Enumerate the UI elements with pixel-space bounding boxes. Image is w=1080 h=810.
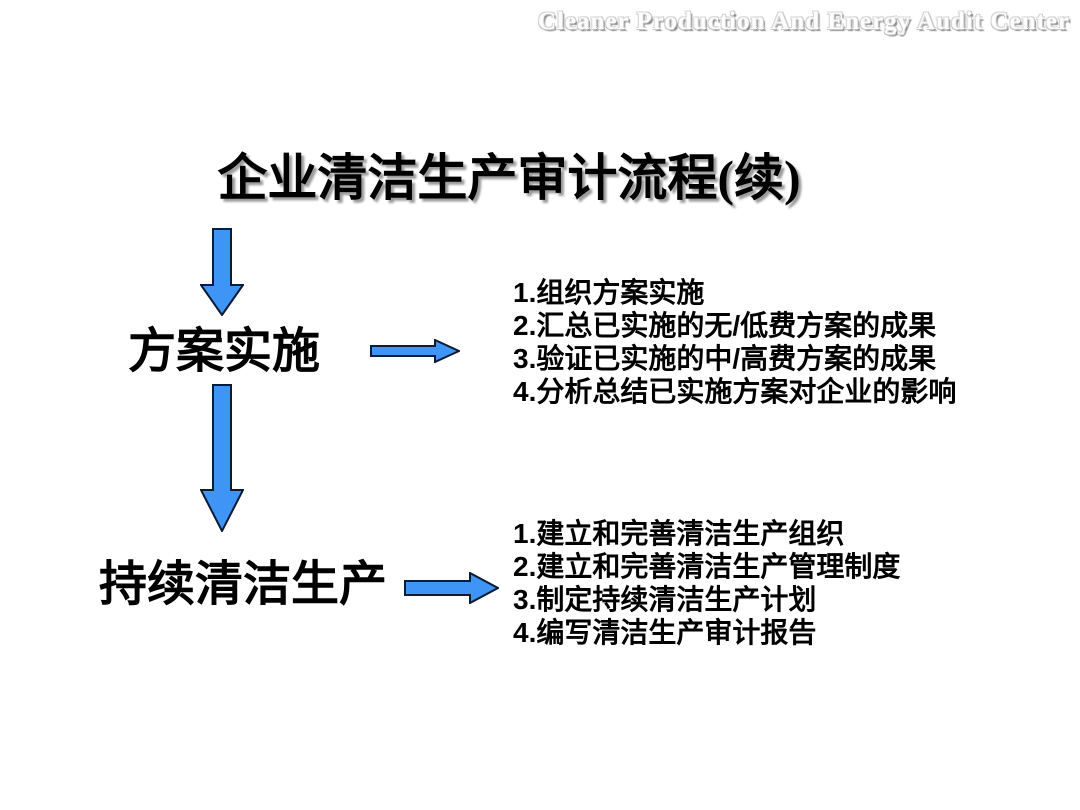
item-number: 1. <box>513 277 537 308</box>
list-item: 2.建立和完善清洁生产管理制度 <box>513 550 900 583</box>
right-arrow-icon <box>404 572 499 604</box>
item-text: 汇总已实施的无/低费方案的成果 <box>536 310 937 341</box>
item-text: 建立和完善清洁生产管理制度 <box>536 551 901 582</box>
page-title: 企业清洁生产审计流程(续) <box>217 150 801 206</box>
down-arrow-icon <box>200 228 244 316</box>
item-number: 1. <box>513 518 537 549</box>
item-number: 2. <box>513 310 537 341</box>
plan-implementation-item-list: 1.组织方案实施 2.汇总已实施的无/低费方案的成果 3.验证已实施的中/高费方… <box>513 276 956 408</box>
list-item: 2.汇总已实施的无/低费方案的成果 <box>513 309 956 342</box>
stage-label-plan-implementation: 方案实施 <box>128 325 321 378</box>
item-number: 3. <box>513 584 537 615</box>
watermark-text: Cleaner Production And Energy Audit Cent… <box>537 8 1070 35</box>
item-number: 4. <box>513 617 537 648</box>
item-text: 建立和完善清洁生产组织 <box>536 518 845 549</box>
item-text: 验证已实施的中/高费方案的成果 <box>536 343 937 374</box>
item-text: 组织方案实施 <box>536 277 705 308</box>
item-text: 分析总结已实施方案对企业的影响 <box>536 376 957 407</box>
item-text: 编写清洁生产审计报告 <box>536 617 817 648</box>
item-number: 3. <box>513 343 537 374</box>
list-item: 4.编写清洁生产审计报告 <box>513 616 900 649</box>
item-number: 2. <box>513 551 537 582</box>
right-arrow-icon <box>370 339 460 363</box>
down-arrow-icon <box>200 384 244 532</box>
list-item: 4.分析总结已实施方案对企业的影响 <box>513 375 956 408</box>
list-item: 3.验证已实施的中/高费方案的成果 <box>513 342 956 375</box>
list-item: 1.组织方案实施 <box>513 276 956 309</box>
list-item: 1.建立和完善清洁生产组织 <box>513 517 900 550</box>
item-text: 制定持续清洁生产计划 <box>536 584 817 615</box>
item-number: 4. <box>513 376 537 407</box>
continuous-cleaner-production-item-list: 1.建立和完善清洁生产组织 2.建立和完善清洁生产管理制度 3.制定持续清洁生产… <box>513 517 900 649</box>
stage-label-continuous-cleaner-production: 持续清洁生产 <box>99 558 388 611</box>
list-item: 3.制定持续清洁生产计划 <box>513 583 900 616</box>
